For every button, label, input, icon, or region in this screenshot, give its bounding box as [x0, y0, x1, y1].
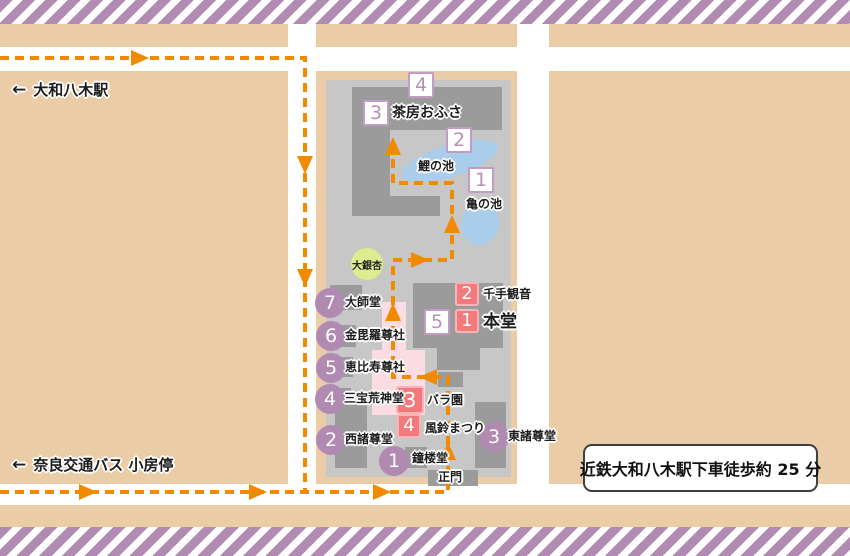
- rose-garden-label: バラ園: [427, 393, 464, 407]
- route-marker-1: 1: [468, 167, 494, 193]
- left-arrow-icon: ←: [12, 80, 27, 100]
- access-info-box: 近鉄大和八木駅下車徒歩約 25 分: [579, 444, 822, 492]
- senju-kannon-label: 千手観音: [483, 287, 532, 301]
- main-hall-annex: [437, 348, 480, 370]
- daishi-hall-label: 大師堂: [345, 295, 382, 309]
- ginkgo-label: 大銀杏: [352, 260, 382, 272]
- event-marker-2: 2: [455, 282, 479, 306]
- ebisu-shrine-label: 恵比寿尊社: [345, 360, 406, 374]
- cafe-label: 茶房おふさ: [392, 105, 462, 121]
- cafe-building-lower-wing: [352, 196, 440, 216]
- ginkgo-tree: 大銀杏: [351, 248, 383, 280]
- main-gate-label: 正門: [438, 470, 463, 484]
- hall-marker-3: 3: [479, 422, 509, 452]
- route-marker-4: 4: [408, 72, 434, 98]
- cafe-building-wing: [352, 130, 390, 196]
- temple-building: [438, 372, 463, 387]
- event-marker-1: 1: [455, 309, 479, 333]
- route-marker-2: 2: [446, 127, 472, 153]
- bus-stop-label: ← 奈良交通バス 小房停: [12, 455, 174, 476]
- hall-marker-5: 5: [316, 353, 346, 383]
- wind-bell-festival-label: 風鈴まつり: [425, 421, 486, 435]
- event-marker-4: 4: [397, 414, 421, 438]
- rose-garden-path: [382, 302, 406, 350]
- train-station-name: 大和八木駅: [33, 81, 109, 100]
- train-station-label: ← 大和八木駅: [12, 80, 109, 101]
- koi-pond-label: 鯉の池: [418, 159, 455, 173]
- bus-stop-name: 奈良交通バス 小房停: [33, 456, 174, 475]
- decorative-stripe-bottom: [0, 527, 850, 556]
- access-note-text: 近鉄大和八木駅下車徒歩約 25 分: [579, 460, 822, 479]
- city-block-top-left: [0, 24, 288, 47]
- city-block-top-right: [549, 24, 850, 47]
- city-block-right: [549, 71, 850, 484]
- route-marker-3: 3: [363, 100, 389, 126]
- decorative-stripe-top: [0, 0, 850, 24]
- left-arrow-icon: ←: [12, 455, 27, 475]
- city-block-left: [0, 71, 288, 484]
- main-hall-label: 本堂: [483, 312, 517, 332]
- east-shoson-label: 東諸尊堂: [508, 429, 557, 443]
- bell-tower-label: 鐘楼堂: [412, 451, 449, 465]
- hall-marker-6: 6: [316, 321, 346, 351]
- turtle-pond-label: 亀の池: [466, 197, 503, 211]
- hall-marker-1: 1: [379, 446, 409, 476]
- sanpo-kojin-label: 三宝荒神堂: [344, 391, 405, 405]
- city-block-bottom: [0, 505, 850, 527]
- west-shoson-label: 西諸尊堂: [345, 432, 394, 446]
- hall-marker-2: 2: [316, 425, 346, 455]
- hall-marker-7: 7: [315, 288, 345, 318]
- hall-marker-4: 4: [315, 384, 345, 414]
- route-marker-5: 5: [424, 309, 450, 335]
- city-block-top-middle: [316, 24, 517, 47]
- konpira-shrine-label: 金毘羅尊社: [345, 328, 406, 342]
